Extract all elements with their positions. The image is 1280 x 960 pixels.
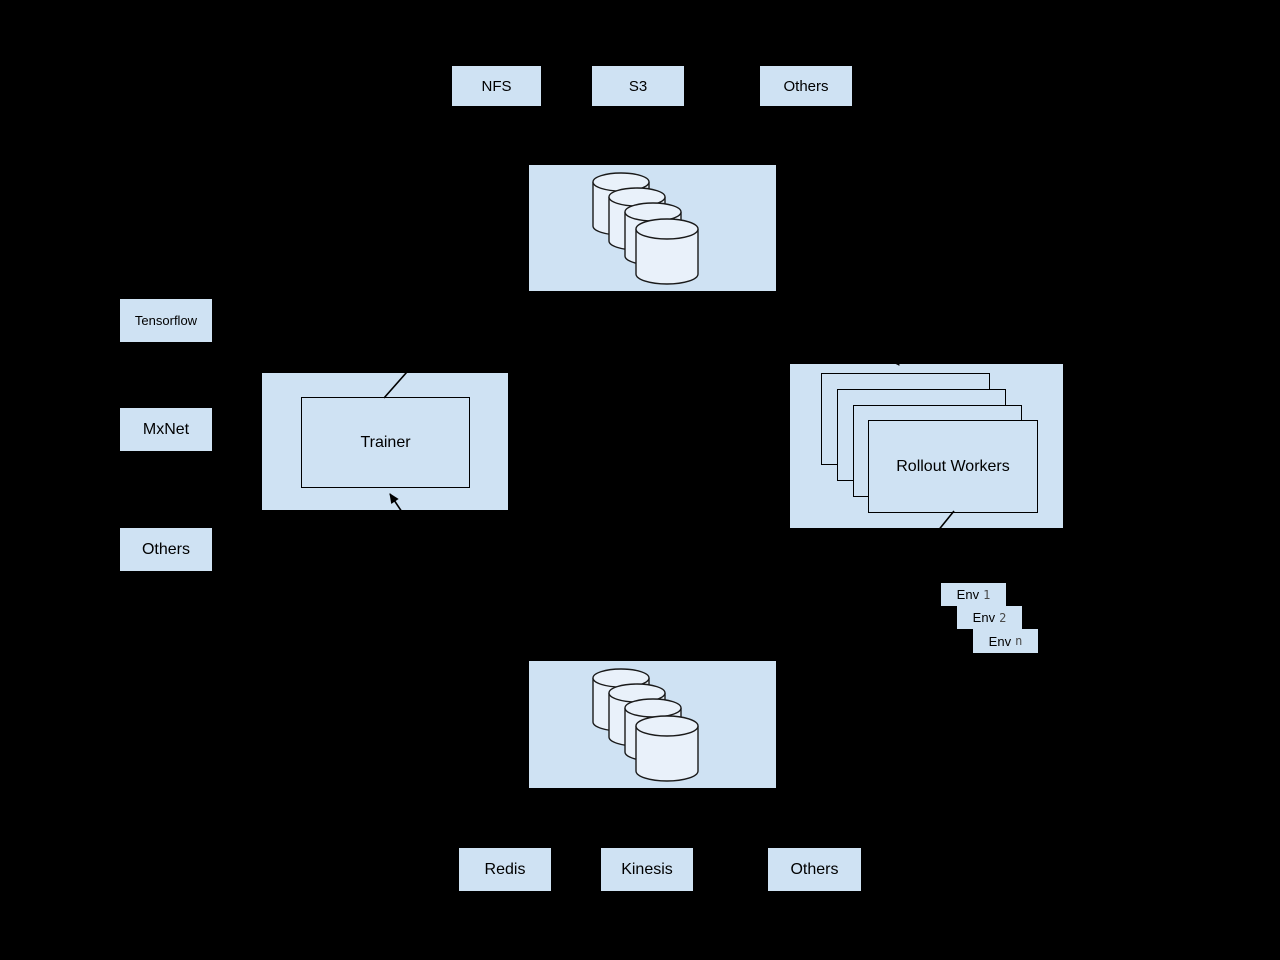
memory-to-redis-arrow-fragment	[491, 832, 500, 844]
env-number: 2	[999, 610, 1007, 625]
storage-backend-others-box: Others	[760, 66, 852, 106]
storage-backend-label: NFS	[481, 77, 512, 95]
rollout-workers-box: Rollout Workers	[868, 420, 1038, 513]
memory-backend-others-box: Others	[768, 848, 861, 891]
data-store-box	[529, 165, 776, 291]
database-cylinders-icon	[592, 668, 699, 782]
storage-backend-label: S3	[628, 77, 648, 95]
env-number: n	[1015, 634, 1023, 648]
env-label: Env	[972, 610, 996, 625]
rollout-workers-label: Rollout Workers	[896, 457, 1010, 475]
trainer-label: Trainer	[360, 433, 411, 451]
memory-backend-kinesis-box: Kinesis	[601, 848, 693, 891]
trainer-box: Trainer	[301, 397, 470, 488]
framework-tensorflow-box: Tensorflow	[120, 299, 212, 342]
framework-mxnet-box: MxNet	[120, 408, 212, 451]
framework-others-box: Others	[120, 528, 212, 571]
env-label: Env	[956, 587, 980, 602]
memory-backend-redis-box: Redis	[459, 848, 551, 891]
rollout-workers-container-box: Rollout Workers	[790, 364, 1063, 528]
trainer-container-box: Trainer	[262, 373, 508, 510]
memory-backend-label: Others	[790, 860, 839, 878]
framework-label: Others	[141, 540, 190, 558]
env-label: Env	[988, 633, 1012, 649]
storage-backend-label: Others	[783, 77, 829, 95]
memory-backend-label: Kinesis	[621, 860, 673, 878]
memory-backend-box	[529, 661, 776, 788]
storage-backend-nfs-box: NFS	[452, 66, 541, 106]
env-number: 1	[983, 587, 991, 602]
framework-label: Tensorflow	[134, 313, 198, 328]
storage-backend-s3-box: S3	[592, 66, 684, 106]
framework-label: MxNet	[142, 420, 190, 438]
memory-backend-label: Redis	[484, 860, 526, 878]
database-cylinders-icon	[592, 172, 699, 285]
